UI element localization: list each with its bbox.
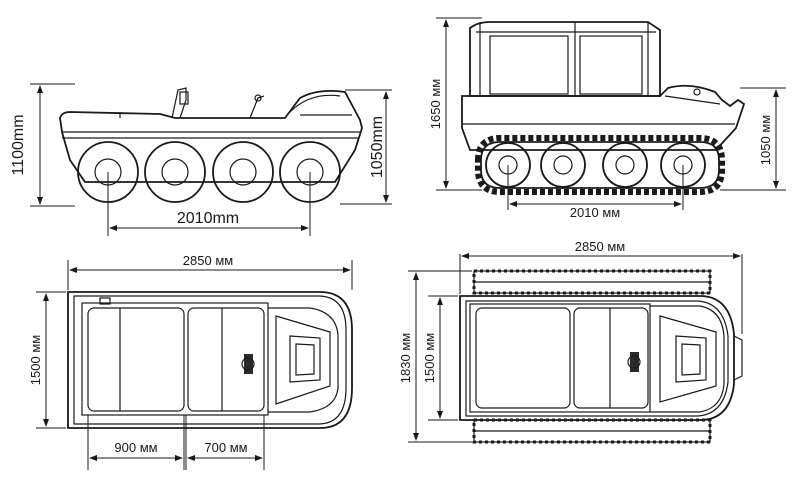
tracked-side-view: 1650 мм 1050 мм 2010 мм <box>428 17 786 220</box>
wheeled-width-label: 1500 мм <box>28 335 43 385</box>
front-seat-width-label: 900 мм <box>114 440 157 455</box>
tracked-length-label: 2850 мм <box>575 239 625 254</box>
wheeled-total-height-label: 1100mm <box>10 114 27 175</box>
wheeled-wheelbase-label: 2010mm <box>177 210 239 227</box>
track-bottom <box>472 418 712 444</box>
tracked-body-height-label: 1050 мм <box>758 115 773 165</box>
tracked-total-width-label: 1830 мм <box>398 333 413 383</box>
wheel <box>212 141 274 203</box>
wheeled-top-view: 2850 мм 1500 мм 900 мм 700 мм <box>28 253 353 470</box>
wheeled-body-height-label: 1050mm <box>369 116 386 178</box>
tracked-wheelbase-label: 2010 мм <box>570 205 620 220</box>
tracked-total-height-label: 1650 мм <box>428 79 443 129</box>
track <box>475 135 725 195</box>
road-wheel <box>540 142 586 188</box>
wheeled-side-view: 1100mm 1050mm 2010mm <box>10 83 392 236</box>
track-top <box>472 269 712 295</box>
wheeled-length-label: 2850 мм <box>183 253 233 268</box>
rear-seat-width-label: 700 мм <box>204 440 247 455</box>
tracked-body-width-label: 1500 мм <box>422 333 437 383</box>
wheel <box>144 141 206 203</box>
tracked-top-view: 2850 мм 1830 мм 1500 мм <box>398 239 743 444</box>
road-wheel <box>602 142 648 188</box>
